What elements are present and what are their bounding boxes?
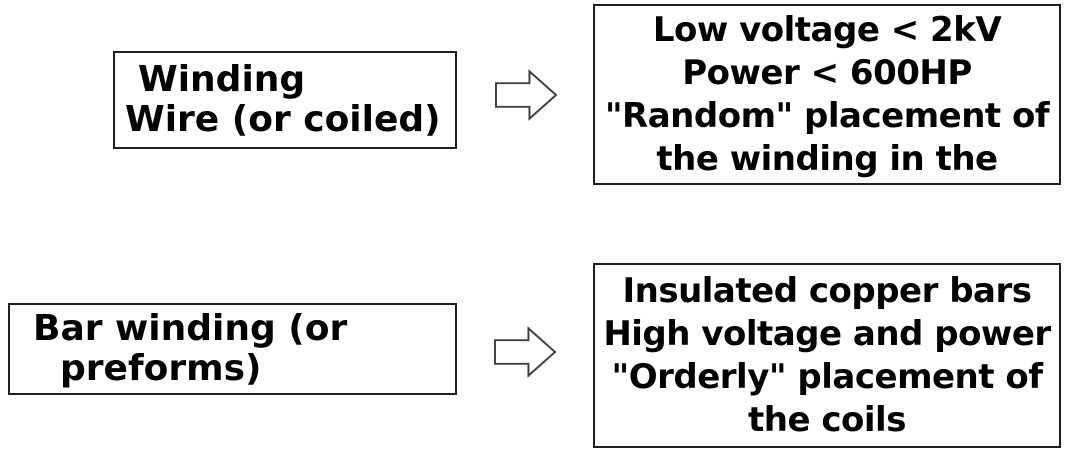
winding-wire-box: Winding Wire (or coiled) — [113, 51, 457, 149]
orderly-placement-description-box: Insulated copper bars High voltage and p… — [593, 263, 1061, 448]
random-desc-line-3: "Random" placement of — [604, 95, 1050, 136]
bar-winding-box: Bar winding (or preforms) — [8, 303, 457, 395]
orderly-desc-line-4: the coils — [748, 399, 906, 440]
orderly-desc-line-1: Insulated copper bars — [622, 270, 1032, 311]
block-arrow-right-icon — [495, 69, 558, 121]
bar-winding-line-2: preforms) — [60, 348, 262, 389]
winding-wire-line-1: Winding — [138, 59, 306, 100]
orderly-desc-line-3: "Orderly" placement of — [611, 356, 1044, 397]
block-arrow-right-icon — [494, 326, 557, 378]
random-desc-line-4: the winding in the — [656, 138, 998, 179]
random-placement-description-box: Low voltage < 2kV Power < 600HP "Random"… — [593, 4, 1061, 185]
orderly-desc-line-2: High voltage and power — [603, 313, 1051, 354]
random-desc-line-1: Low voltage < 2kV — [652, 9, 1002, 50]
random-desc-line-2: Power < 600HP — [682, 52, 972, 93]
bar-winding-line-1: Bar winding (or — [33, 308, 348, 349]
winding-wire-line-2: Wire (or coiled) — [125, 99, 441, 140]
